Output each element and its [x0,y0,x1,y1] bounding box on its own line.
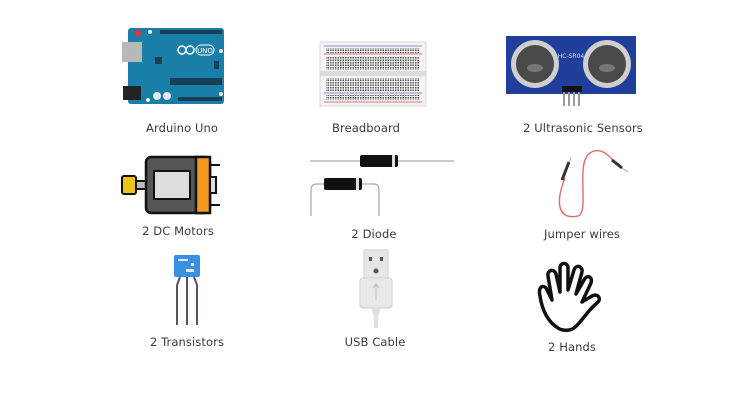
diode-icon [310,155,454,216]
component-label: 2 Diode [351,227,397,241]
breadboard-icon [319,41,427,107]
hand-icon [537,261,601,332]
component-label: 2 Ultrasonic Sensors [523,121,643,135]
arduino-board-icon: UNO [122,28,224,104]
usb-cable-icon [359,249,393,328]
component-label: 2 Hands [548,340,596,354]
sensor-model-text: HC-SR04 [558,53,585,60]
component-label: Breadboard [332,121,400,135]
component-label: Arduino Uno [146,121,218,135]
jumper-wire-icon [558,149,629,218]
component-label: Jumper wires [544,227,620,241]
ultrasonic-sensor-icon: HC-SR04 [506,36,636,106]
arduino-uno-text: UNO [197,47,213,55]
dc-motor-icon [121,155,220,215]
component-label: 2 DC Motors [142,224,214,238]
transistor-icon [174,255,200,325]
component-label: 2 Transistors [149,335,225,349]
component-label: USB Cable [344,335,406,349]
